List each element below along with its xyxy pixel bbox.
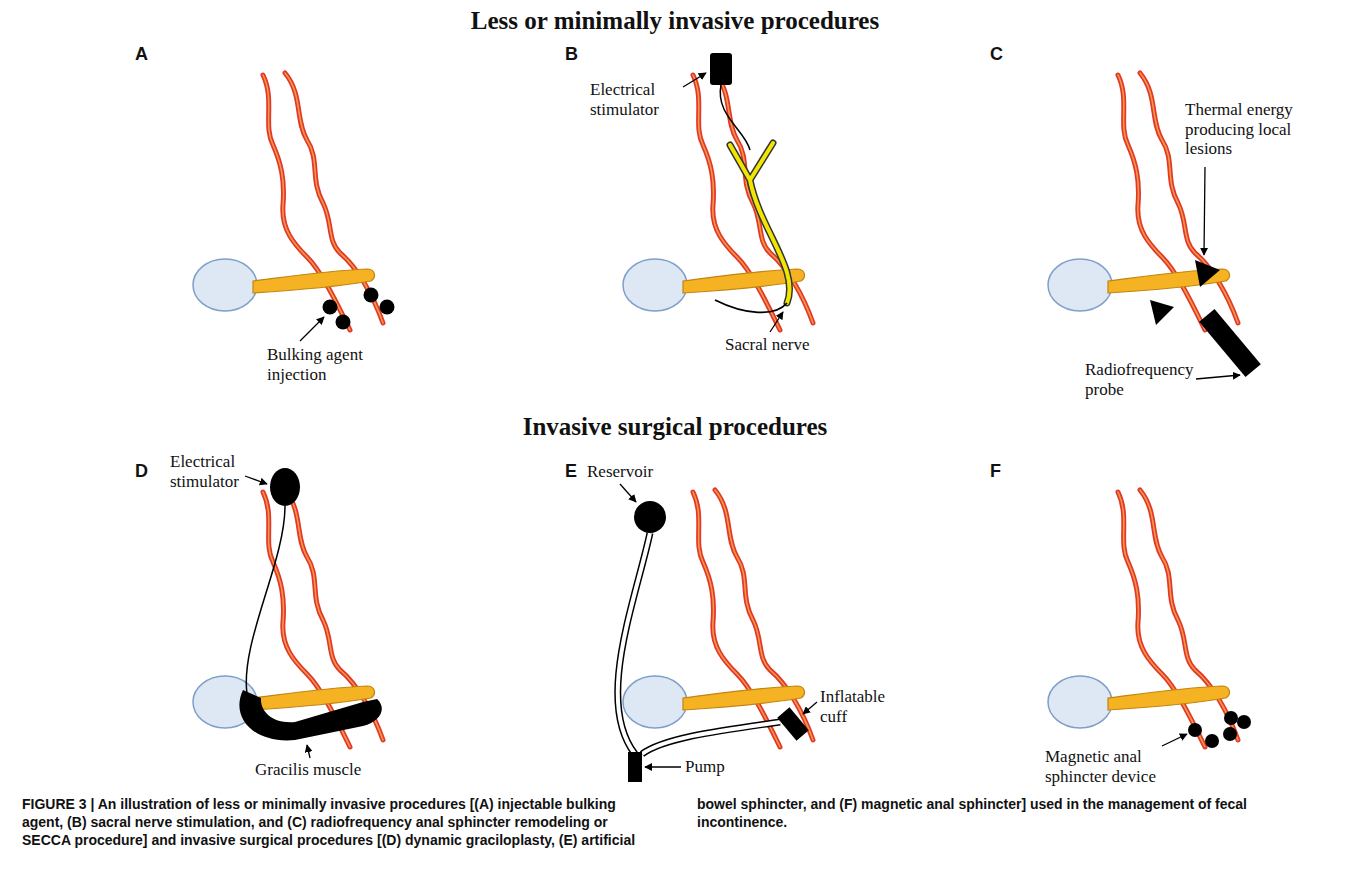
- tube: [618, 533, 780, 754]
- electrical-stimulator: [270, 468, 300, 506]
- electrical-stimulator: [710, 53, 732, 85]
- part-label: Pump: [685, 757, 755, 777]
- leader-arrow: [307, 745, 310, 758]
- anatomy: [193, 490, 383, 747]
- figure-caption: FIGURE 3 | An illustration of less or mi…: [22, 795, 1332, 850]
- sacral-nerve-outline: [730, 143, 790, 303]
- panel-e: [618, 484, 817, 782]
- sacral-nerve: [730, 143, 790, 303]
- leader-arrow: [1196, 375, 1240, 379]
- bulking-agent: [323, 300, 338, 315]
- anatomy: [623, 490, 813, 747]
- part-label: Reservoir: [587, 462, 677, 482]
- section-heading: Invasive surgical procedures: [0, 412, 1352, 442]
- panel-f: [1048, 490, 1251, 748]
- leader-arrow: [1204, 167, 1205, 255]
- magnetic-bead: [1223, 727, 1237, 741]
- part-label: Bulking agent injection: [267, 345, 379, 384]
- magnetic-bead: [1224, 711, 1238, 725]
- stimulation-lead: [715, 300, 787, 312]
- thermal-lesion: [1195, 260, 1220, 287]
- leader-arrow: [683, 73, 706, 87]
- bulking-agent: [380, 300, 395, 315]
- part-label: Electrical stimulator: [170, 452, 260, 491]
- part-label: Magnetic anal sphincter device: [1045, 747, 1165, 786]
- panel-letter: C: [990, 45, 1003, 65]
- reservoir: [634, 501, 666, 533]
- panel-d: [193, 468, 383, 758]
- tube-outline: [618, 533, 780, 754]
- magnetic-bead: [1188, 723, 1202, 737]
- bulking-agent: [336, 315, 351, 330]
- magnetic-bead: [1237, 715, 1251, 729]
- radiofrequency-probe: [1199, 309, 1261, 377]
- part-label: Inflatable cuff: [820, 687, 900, 726]
- leader-arrow: [803, 702, 817, 714]
- leader-arrow: [620, 484, 636, 502]
- bulking-agent: [364, 288, 379, 303]
- panel-letter: F: [990, 462, 1001, 482]
- part-label: Sacral nerve: [725, 335, 835, 355]
- panel-a: [193, 73, 395, 341]
- leader-arrow: [245, 476, 267, 484]
- panel-letter: A: [135, 45, 148, 65]
- stimulator-wire: [720, 85, 750, 150]
- leader-arrow: [300, 317, 324, 341]
- stimulator-wire: [246, 506, 285, 694]
- part-label: Thermal energy producing local lesions: [1185, 100, 1305, 159]
- panel-letter: B: [565, 45, 578, 65]
- pump: [628, 752, 642, 782]
- panel-letter: D: [135, 462, 148, 482]
- leader-arrow: [645, 766, 681, 767]
- leader-arrow: [770, 312, 783, 332]
- leader-arrow: [1162, 734, 1187, 746]
- part-label: Gracilis muscle: [255, 760, 385, 780]
- thermal-lesion: [1150, 300, 1174, 325]
- anatomy: [1048, 490, 1238, 747]
- magnetic-bead: [1205, 734, 1219, 748]
- anatomy: [193, 73, 383, 330]
- section-heading: Less or minimally invasive procedures: [0, 6, 1352, 36]
- part-label: Radiofrequency probe: [1085, 360, 1205, 399]
- panel-letter: E: [565, 462, 577, 482]
- part-label: Electrical stimulator: [590, 80, 680, 119]
- gracilis-muscle: [239, 690, 381, 740]
